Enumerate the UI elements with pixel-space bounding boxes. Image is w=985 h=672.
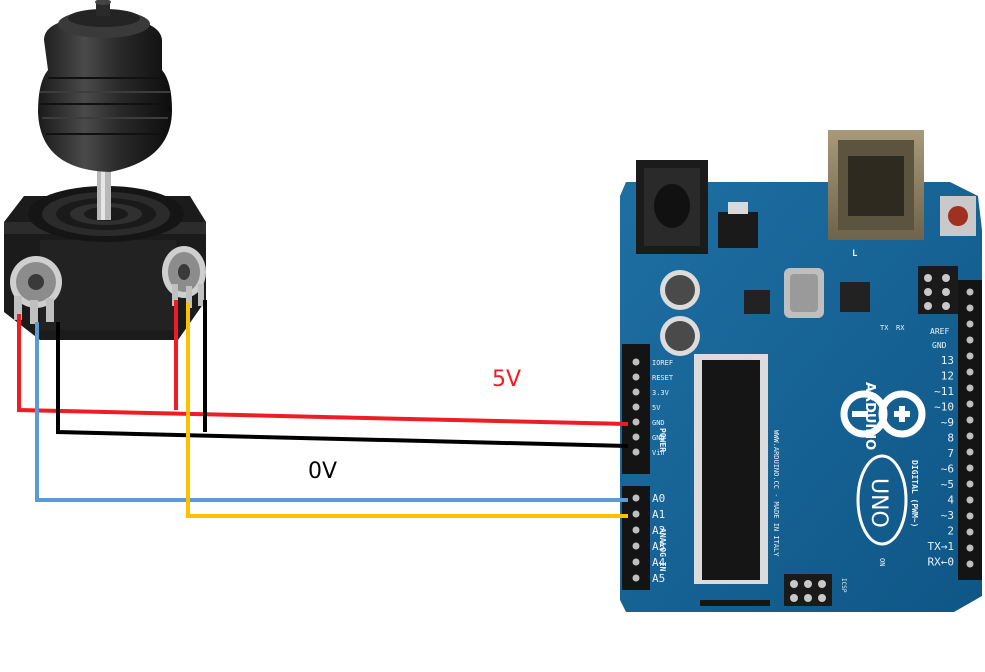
- arduino-logo-icon: [840, 390, 926, 438]
- wire-y-axis: [186, 302, 628, 518]
- digital-pin-hole: [966, 416, 974, 424]
- digital-pin-hole: [966, 448, 974, 456]
- analog-pin-label-1: A1: [652, 508, 665, 521]
- power-pin-label-0: IOREF: [652, 359, 673, 367]
- reset-button-part: [940, 196, 976, 236]
- digital-pin-label-8: ~5: [941, 478, 954, 491]
- analog-pin-label-4: A4: [652, 556, 666, 569]
- board-model-label: UNO: [866, 478, 891, 528]
- gnd-label: GND: [932, 341, 947, 350]
- digital-pin-label-2: ~11: [934, 385, 954, 398]
- digital-pin-hole: [966, 544, 974, 552]
- digital-pin-hole: [966, 336, 974, 344]
- digital-pin-label-3: ~10: [934, 401, 954, 414]
- digital-pin-label-7: ~6: [941, 463, 954, 476]
- power-pin-labels: IOREF RESET 3.3V 5V GND GND Vin: [652, 359, 674, 457]
- x-axis-potentiometer: [10, 256, 62, 324]
- dc-power-jack: [636, 160, 708, 254]
- digital-header-title: DIGITAL (PWM~): [910, 460, 919, 527]
- digital-pin-label-11: 2: [947, 525, 954, 538]
- power-header-title: POWER: [658, 428, 667, 452]
- wire-x-axis: [35, 322, 628, 502]
- digital-pin-label-4: ~9: [941, 416, 954, 429]
- analog-pin-label-2: A2: [652, 524, 665, 537]
- digital-pin-label-6: 7: [947, 447, 954, 460]
- digital-pin-hole: [966, 560, 974, 568]
- digital-pin-label-0: 13: [941, 354, 954, 367]
- usb-connector: [828, 130, 924, 240]
- analog-pin-label-5: A5: [652, 572, 665, 585]
- power-label: 5V: [492, 367, 521, 392]
- aref-label: AREF: [930, 327, 949, 336]
- analog-header: [622, 486, 650, 590]
- on-led-label: ON: [878, 558, 886, 566]
- digital-pin-hole: [966, 384, 974, 392]
- digital-pin-hole: [966, 288, 974, 296]
- digital-pin-hole: [966, 352, 974, 360]
- digital-pin-label-5: 8: [947, 432, 954, 445]
- digital-pin-label-1: 12: [941, 370, 954, 383]
- capacitors: [660, 270, 700, 356]
- joystick-module: [4, 0, 206, 340]
- l-led-label: L: [852, 249, 858, 259]
- digital-pin-hole: [966, 496, 974, 504]
- wire-5v: [17, 314, 629, 426]
- analog-header-title: ANALOG IN: [658, 528, 667, 572]
- wire-gnd: [56, 322, 629, 448]
- digital-pin-hole: [966, 528, 974, 536]
- tx-led-label: TX: [880, 324, 889, 332]
- icsp-header-top: [918, 266, 958, 314]
- digital-pin-label-9: 4: [947, 494, 954, 507]
- voltage-regulator: [718, 212, 758, 248]
- digital-pin-hole: [966, 512, 974, 520]
- power-pin-label-5: GND: [652, 434, 665, 442]
- power-pin-label-6: Vin: [652, 449, 665, 457]
- arduino-uno-board: ARDUINO UNO WWW.ARDUINO.CC - MADE IN ITA…: [620, 130, 982, 612]
- analog-pin-label-0: A0: [652, 492, 665, 505]
- analog-pin-label-3: A3: [652, 540, 665, 553]
- digital-pin-label-12: TX→1: [928, 540, 955, 553]
- power-pin-label-3: 5V: [652, 404, 661, 412]
- joystick-knob: [38, 0, 172, 172]
- board-brand-label: ARDUINO: [862, 382, 877, 450]
- ground-label: 0V: [308, 459, 337, 484]
- digital-pin-hole: [966, 464, 974, 472]
- digital-pin-label-10: ~3: [941, 509, 954, 522]
- atmega-microcontroller: [694, 354, 770, 606]
- digital-pin-hole: [966, 400, 974, 408]
- y-axis-potentiometer: [162, 246, 206, 308]
- icsp-label: ICSP: [840, 578, 847, 593]
- power-pin-label-2: 3.3V: [652, 389, 670, 397]
- digital-pin-hole: [966, 368, 974, 376]
- usb-controller-chip: [840, 282, 870, 312]
- rx-led-label: RX: [896, 324, 905, 332]
- digital-pin-hole: [966, 320, 974, 328]
- power-pin-label-1: RESET: [652, 374, 674, 382]
- digital-pin-hole: [966, 432, 974, 440]
- board-website-label: WWW.ARDUINO.CC - MADE IN ITALY: [772, 430, 780, 557]
- power-pin-label-4: GND: [652, 419, 665, 427]
- uno-badge: [856, 454, 908, 546]
- icsp-header-bottom: [784, 574, 832, 606]
- digital-pin-hole: [966, 480, 974, 488]
- digital-pin-hole: [966, 304, 974, 312]
- digital-pin-labels: 13 12 ~11 ~10 ~9 8 7 ~6 ~5 4 ~3 2TX→1RX←0: [928, 354, 955, 569]
- wires: [17, 300, 629, 518]
- digital-pin-label-13: RX←0: [928, 556, 955, 569]
